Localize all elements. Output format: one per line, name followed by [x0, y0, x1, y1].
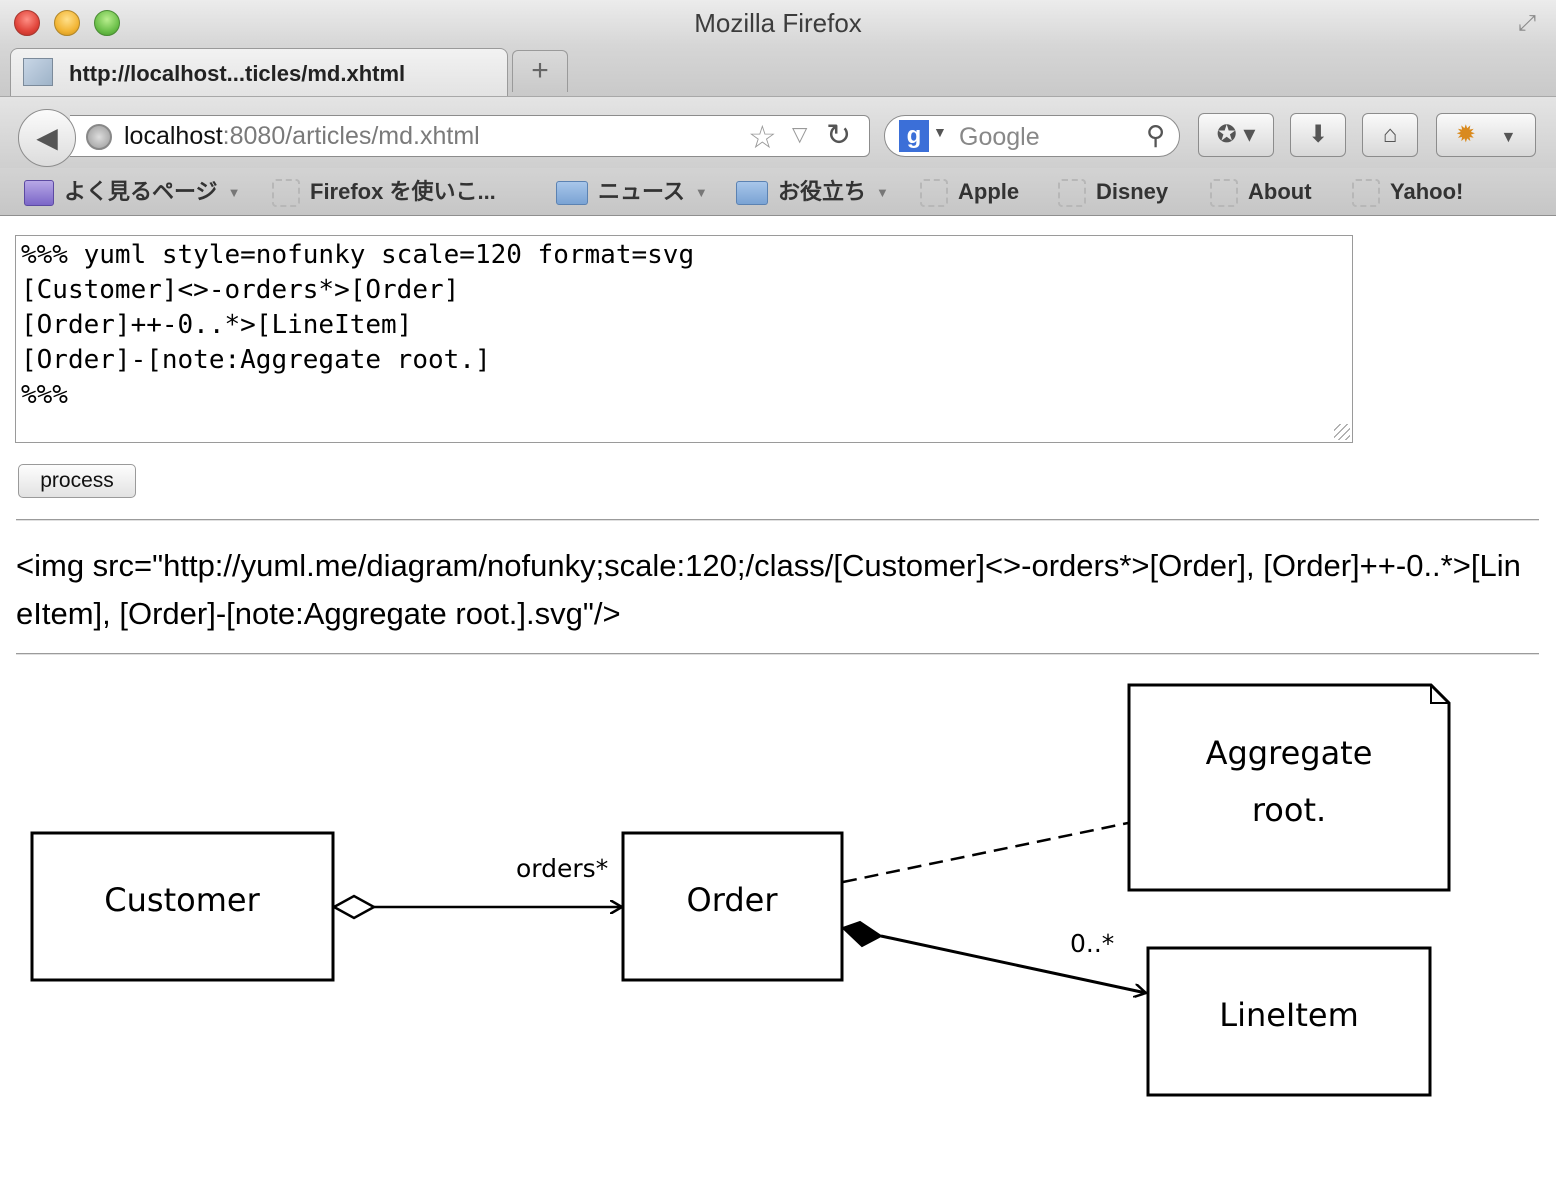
note-line-1: Aggregate	[1206, 734, 1373, 772]
addon-menu-button[interactable]: ✹ ▼	[1436, 113, 1536, 157]
divider	[16, 519, 1539, 521]
generated-img-tag: <img src="http://yuml.me/diagram/nofunky…	[16, 548, 1521, 631]
bookmark-folder-news[interactable]: ニュース ▼	[556, 174, 708, 210]
bookmark-most-visited[interactable]: よく見るページ ▼	[24, 174, 240, 210]
class-order-label: Order	[687, 881, 779, 919]
bookmark-label: よく見るページ	[64, 179, 218, 204]
magnifier-icon[interactable]: ⚲	[1145, 120, 1165, 150]
back-button[interactable]: ◀	[18, 109, 76, 167]
search-engine-dropdown-icon[interactable]: ▼	[933, 124, 947, 140]
url-history-dropdown-icon[interactable]: ▽	[792, 124, 808, 146]
page-placeholder-icon	[1210, 179, 1238, 208]
tab-title: http://localhost...ticles/md.xhtml	[69, 61, 406, 86]
close-window-button[interactable]	[14, 10, 40, 36]
home-button[interactable]: ⌂	[1362, 113, 1418, 157]
bookmark-about[interactable]: About	[1210, 174, 1312, 210]
bookmark-getting-started[interactable]: Firefox を使いこ...	[272, 174, 496, 210]
relation-label-multiplicity: 0..*	[1070, 929, 1114, 958]
bookmarks-toolbar: よく見るページ ▼ Firefox を使いこ... ニュース ▼ お役立ち ▼ App…	[0, 168, 1556, 216]
uml-class-diagram: Customer Order LineItem Aggregate root. …	[30, 683, 1451, 1097]
tab-md-xhtml[interactable]: http://localhost...ticles/md.xhtml	[10, 48, 508, 96]
bookmark-apple[interactable]: Apple	[920, 174, 1019, 210]
bookmark-label: ニュース	[598, 179, 685, 204]
window-title: Mozilla Firefox	[694, 8, 862, 38]
title-bar: Mozilla Firefox ⤢	[0, 0, 1556, 46]
class-customer-label: Customer	[104, 881, 260, 919]
navigation-toolbar: localhost:8080/articles/md.xhtml ☆ ▽ ↻ ◀…	[0, 96, 1556, 168]
smart-folder-icon	[24, 180, 54, 207]
chevron-down-icon: ▼	[694, 185, 708, 201]
bookmark-label: お役立ち	[778, 179, 867, 204]
aggregation-diamond-icon	[331, 894, 377, 920]
url-host: localhost	[124, 122, 223, 150]
url-text[interactable]: localhost:8080/articles/md.xhtml	[124, 122, 480, 151]
bookmark-label: Disney	[1096, 179, 1169, 204]
bookmarks-star-box-icon: ✪ ▾	[1216, 121, 1256, 148]
chevron-down-icon: ▼	[876, 185, 889, 201]
class-lineitem: LineItem	[1146, 946, 1432, 1097]
bookmarks-menu-button[interactable]: ✪ ▾	[1198, 113, 1274, 157]
download-arrow-icon: ⬇	[1307, 121, 1329, 148]
bookmark-label: About	[1248, 179, 1312, 204]
tab-strip: http://localhost...ticles/md.xhtml +	[0, 46, 1556, 96]
google-search-engine-icon[interactable]: g	[899, 120, 929, 152]
class-lineitem-label: LineItem	[1219, 996, 1359, 1034]
note-line-2: root.	[1252, 791, 1326, 829]
relation-label-orders: orders*	[516, 854, 608, 883]
chevron-down-icon: ▼	[227, 185, 241, 201]
chevron-down-icon: ▼	[1500, 129, 1517, 146]
relation-order-lineitem: 0..*	[841, 920, 1146, 993]
composition-diamond-icon	[841, 920, 883, 948]
bookmark-folder-useful[interactable]: お役立ち ▼	[736, 174, 889, 210]
class-customer: Customer	[30, 831, 335, 982]
bookmark-label: Firefox を使いこ...	[310, 179, 496, 204]
url-path: :8080/articles/md.xhtml	[222, 122, 480, 150]
page-placeholder-icon	[920, 179, 948, 208]
zoom-window-button[interactable]	[94, 10, 120, 36]
fullscreen-icon[interactable]: ⤢	[1518, 10, 1536, 35]
search-input[interactable]: Google	[959, 123, 1040, 151]
class-order: Order	[621, 831, 844, 982]
bookmark-label: Yahoo!	[1390, 179, 1464, 204]
bookmark-label: Apple	[958, 179, 1020, 204]
page-placeholder-icon	[272, 179, 300, 208]
downloads-button[interactable]: ⬇	[1290, 113, 1346, 157]
minimize-window-button[interactable]	[54, 10, 80, 36]
page-placeholder-icon	[1352, 179, 1380, 208]
resize-grip-icon[interactable]	[1334, 424, 1350, 440]
process-button[interactable]: process	[18, 464, 136, 498]
bookmark-disney[interactable]: Disney	[1058, 174, 1168, 210]
folder-icon	[556, 181, 588, 206]
page-placeholder-icon	[1058, 179, 1086, 208]
firebug-icon: ✹	[1455, 121, 1476, 148]
bookmark-star-icon[interactable]: ☆	[748, 119, 777, 155]
note-aggregate-root: Aggregate root.	[1127, 683, 1451, 892]
bookmark-yahoo[interactable]: Yahoo!	[1352, 174, 1463, 210]
divider	[16, 653, 1539, 655]
new-tab-button[interactable]: +	[512, 50, 568, 92]
reload-icon[interactable]: ↻	[826, 119, 852, 152]
note-connector	[842, 821, 1129, 884]
globe-icon	[86, 124, 112, 150]
relation-customer-order: orders*	[331, 854, 622, 920]
folder-icon	[736, 181, 768, 206]
search-bar[interactable]: g ▼ Google ⚲	[884, 115, 1180, 157]
home-icon: ⌂	[1382, 121, 1398, 148]
page-favicon-icon	[23, 58, 53, 86]
url-bar[interactable]: localhost:8080/articles/md.xhtml ☆ ▽ ↻	[70, 115, 870, 157]
markdown-editor[interactable]	[15, 235, 1353, 443]
